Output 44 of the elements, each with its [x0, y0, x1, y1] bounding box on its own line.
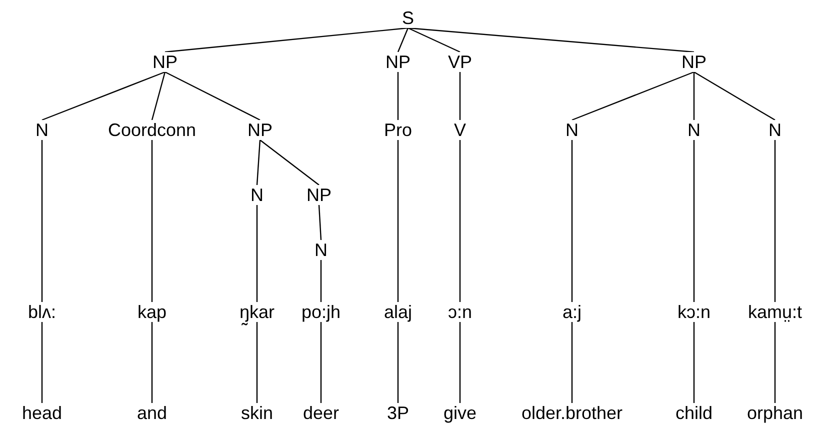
tree-branch: [41, 322, 43, 403]
tree-branch: [459, 140, 461, 302]
tree-branch: [256, 205, 258, 302]
tree-branch: [151, 72, 166, 120]
tree-node-label: orphan: [746, 403, 804, 423]
tree-branch: [42, 71, 166, 121]
tree-node-label: S: [401, 8, 415, 28]
tree-branch: [164, 27, 408, 53]
tree-node-label: kap: [136, 302, 168, 322]
tree-node-label: give: [442, 403, 478, 423]
tree-branch: [397, 72, 399, 120]
tree-branch: [774, 140, 776, 302]
tree-branch: [397, 140, 399, 302]
tree-branch: [320, 322, 322, 403]
tree-branch: [41, 140, 43, 302]
tree-branch: [151, 322, 153, 403]
tree-branch: [693, 322, 695, 403]
tree-branch: [693, 140, 695, 302]
tree-branch: [397, 322, 399, 403]
tree-branch: [693, 72, 695, 120]
tree-node-label: alaj: [382, 302, 414, 322]
tree-branch: [408, 27, 694, 53]
tree-branch: [774, 322, 776, 403]
tree-branch: [318, 204, 322, 240]
tree-branch: [164, 71, 260, 121]
tree-node-label: a:j: [562, 302, 582, 322]
tree-branch: [459, 322, 461, 403]
tree-branch: [572, 71, 694, 121]
tree-node-label: NP: [680, 52, 708, 72]
tree-branch: [571, 140, 573, 302]
tree-branch: [151, 140, 153, 302]
tree-node-label: NP: [246, 120, 274, 140]
tree-node-label: NP: [152, 52, 178, 72]
tree-branch: [408, 27, 460, 53]
tree-branch: [571, 322, 573, 403]
tree-branch: [397, 28, 409, 52]
tree-branch: [694, 71, 776, 121]
tree-branch: [260, 140, 320, 186]
tree-branch: [256, 322, 258, 403]
tree-branch: [320, 260, 322, 302]
tree-node-label: kamṳ:t: [746, 302, 804, 322]
tree-branch: [256, 140, 261, 186]
tree-node-label: po:jh: [300, 302, 342, 322]
tree-branch: [459, 72, 461, 120]
